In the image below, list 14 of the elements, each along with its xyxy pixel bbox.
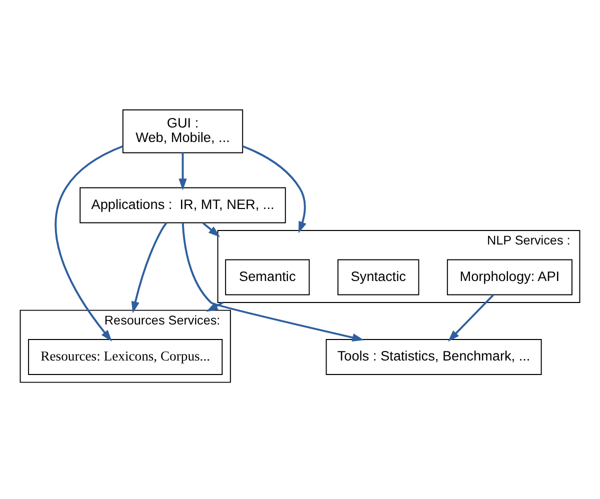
node-box: Syntactic xyxy=(337,258,420,295)
arrow xyxy=(131,222,168,313)
arrow xyxy=(54,144,124,341)
node-box: Resources: Lexicons, Corpus... xyxy=(28,338,223,375)
node-box: Morphology: API xyxy=(446,258,572,295)
node-box: Applications : IR, MT, NER, ... xyxy=(80,186,286,223)
arrow xyxy=(178,152,187,190)
arrow xyxy=(182,222,364,342)
node-box: GUI : Web, Mobile, ... xyxy=(122,108,244,153)
node-box: Tools : Statistics, Benchmark, ... xyxy=(326,338,542,375)
arrow xyxy=(448,294,494,342)
node-box: Semantic xyxy=(225,258,310,295)
arrow xyxy=(202,222,220,237)
arrow xyxy=(242,144,306,233)
